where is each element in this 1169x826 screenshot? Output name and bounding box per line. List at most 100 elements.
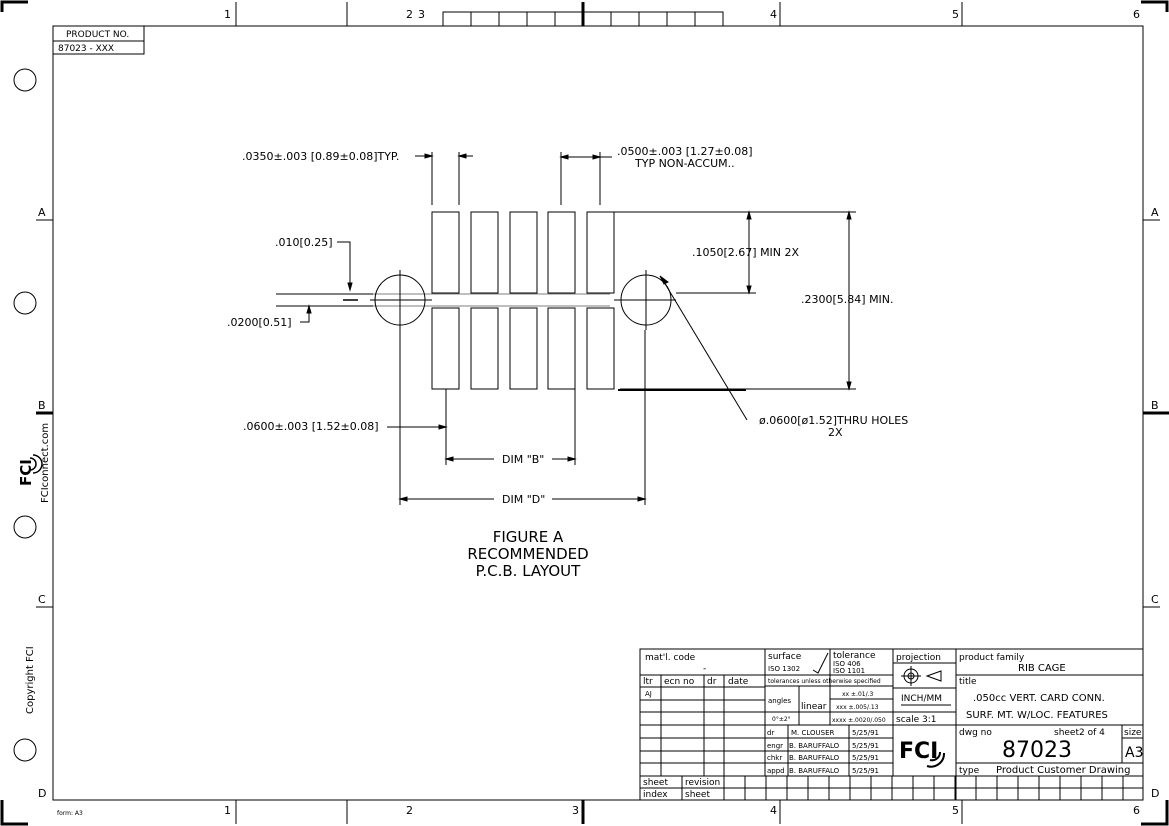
- size-label: size: [1124, 728, 1142, 738]
- zone-col-label: 1: [224, 8, 231, 21]
- side-website: FCIconnect.com: [40, 423, 51, 503]
- rev-ltr-value: AJ: [645, 690, 652, 698]
- scale-label: scale 3:1: [896, 715, 937, 725]
- dim-holes: ø.0600[ø1.52]THRU HOLES: [759, 414, 908, 427]
- signoff-role: dr: [767, 729, 774, 737]
- tolerance-label: tolerance: [833, 651, 876, 661]
- signoff-name: B. BARUFFALO: [789, 767, 840, 775]
- signoff-table: dr M. CLOUSER 5/25/91 engr B. BARUFFALO …: [767, 729, 879, 775]
- tol-xxxx: xxxx ±.0020/.050: [832, 717, 886, 724]
- dim-gap-1050: .1050[2.67] MIN 2X: [692, 246, 800, 259]
- zone-row-label: D: [1151, 787, 1159, 800]
- tolerance-note: tolerances unless otherwise specified: [768, 678, 881, 685]
- form-size: form: A3: [57, 810, 83, 817]
- corner-mark-bl: [0, 800, 28, 826]
- title-line1: .050cc VERT. CARD CONN.: [973, 693, 1105, 704]
- zone-col-label: 6: [1133, 8, 1140, 21]
- signoff-date: 5/25/91: [852, 767, 879, 775]
- product-family-value: RIB CAGE: [1018, 663, 1066, 674]
- surface-label: surface: [768, 652, 802, 662]
- zone-row-label: B: [38, 399, 46, 412]
- pad: [586, 211, 615, 294]
- title-line2: SURF. MT. W/LOC. FEATURES: [966, 710, 1108, 721]
- title-block: [639, 648, 1144, 801]
- revision-sheet-label: sheet: [685, 790, 710, 800]
- drawing-border: [52, 25, 1144, 801]
- zone-row-label: C: [38, 593, 46, 606]
- corner-mark-tr: [1141, 0, 1169, 12]
- matl-code-value: -: [703, 664, 706, 674]
- sheet-label: sheet2 of 4: [1054, 728, 1105, 738]
- surface-value: ISO 1302: [768, 665, 800, 673]
- dim-offset-0200: .0200[0.51]: [227, 316, 292, 329]
- surface-finish-icon: [812, 652, 829, 674]
- zone-col-label: 1: [224, 804, 231, 817]
- zone-col-label: 6: [1133, 804, 1140, 817]
- punch-hole: [13, 515, 37, 539]
- rev-header-ecn: ecn no: [664, 677, 695, 687]
- tolerance-iso1: ISO 406: [833, 660, 861, 668]
- index-label: index: [643, 790, 668, 800]
- pad: [470, 307, 499, 390]
- zone-row-label: B: [1151, 399, 1159, 412]
- rev-header-ltr: ltr: [643, 677, 653, 687]
- signoff-role: appd: [767, 767, 785, 775]
- zone-col-label: 5: [952, 8, 959, 21]
- signoff-date: 5/25/91: [852, 754, 879, 762]
- dim-span-2300: .2300[5.84] MIN.: [801, 293, 894, 306]
- tol-xx: xx ±.01/.3: [842, 691, 874, 698]
- figure-caption: FIGURE A RECOMMENDED P.C.B. LAYOUT: [467, 528, 588, 580]
- angles-label: angles: [768, 697, 791, 705]
- side-logo: FCI: [17, 454, 43, 486]
- signoff-date: 5/25/91: [852, 729, 879, 737]
- zone-col-label: 5: [952, 804, 959, 817]
- dim-d-label: DIM "D": [502, 493, 545, 506]
- matl-code-label: mat'l. code: [645, 653, 696, 663]
- pcb-layout: [276, 152, 856, 505]
- corner-mark-tl: [0, 0, 28, 12]
- dim-pitch: .0500±.003 [1.27±0.08]: [617, 145, 752, 158]
- signoff-name: M. CLOUSER: [791, 729, 835, 737]
- zone-col-label: 2: [406, 804, 413, 817]
- angles-value: 0°±2°: [772, 716, 791, 723]
- linear-label: linear: [801, 702, 827, 712]
- title-label: title: [959, 677, 977, 687]
- tolerance-iso2: ISO 1101: [833, 667, 865, 675]
- dim-b-label: DIM "B": [502, 453, 544, 466]
- figure-caption-line3: P.C.B. LAYOUT: [476, 562, 581, 580]
- zone-labels: 1 2 3 4 5 6 1 2 3 4 5 6 A B C D A B C D: [38, 8, 1159, 817]
- punch-hole: [13, 68, 37, 92]
- figure-caption-line2: RECOMMENDED: [467, 545, 588, 563]
- fci-signal-icon: [926, 751, 946, 768]
- pad: [586, 307, 615, 390]
- pad: [547, 307, 576, 390]
- zone-col-label: 2: [406, 8, 413, 21]
- projection-symbol-icon: [901, 666, 951, 706]
- dim-offset-010: .010[0.25]: [275, 236, 333, 249]
- dim-pad-width: .0350±.003 [0.89±0.08]TYP.: [242, 150, 399, 163]
- dim-pitch-note: TYP NON-ACCUM..: [634, 157, 735, 170]
- pad: [509, 211, 538, 294]
- zone-row-label: A: [38, 206, 46, 219]
- sheet-index-label: sheet: [643, 778, 668, 788]
- side-copyright: Copyright FCI: [25, 646, 36, 714]
- zone-col-label: 4: [770, 804, 777, 817]
- product-no-label: PRODUCT NO.: [66, 30, 129, 40]
- rev-header-dr: dr: [707, 677, 717, 687]
- zone-col-label: 3: [572, 804, 579, 817]
- zone-row-label: A: [1151, 206, 1159, 219]
- zone-row-label: C: [1151, 593, 1159, 606]
- projection-label: projection: [896, 653, 941, 663]
- type-value: Product Customer Drawing: [996, 765, 1130, 776]
- corner-mark-br: [1141, 800, 1169, 826]
- signoff-name: B. BARUFFALO: [789, 754, 840, 762]
- zone-col-label: 3: [418, 8, 425, 21]
- pad: [547, 211, 576, 294]
- pad: [509, 307, 538, 390]
- signoff-role: chkr: [767, 754, 782, 762]
- rev-header-date: date: [728, 677, 749, 687]
- pad: [431, 307, 460, 390]
- pad: [431, 211, 460, 294]
- product-no-value: 87023 - XXX: [58, 44, 114, 54]
- zone-col-label: 4: [770, 8, 777, 21]
